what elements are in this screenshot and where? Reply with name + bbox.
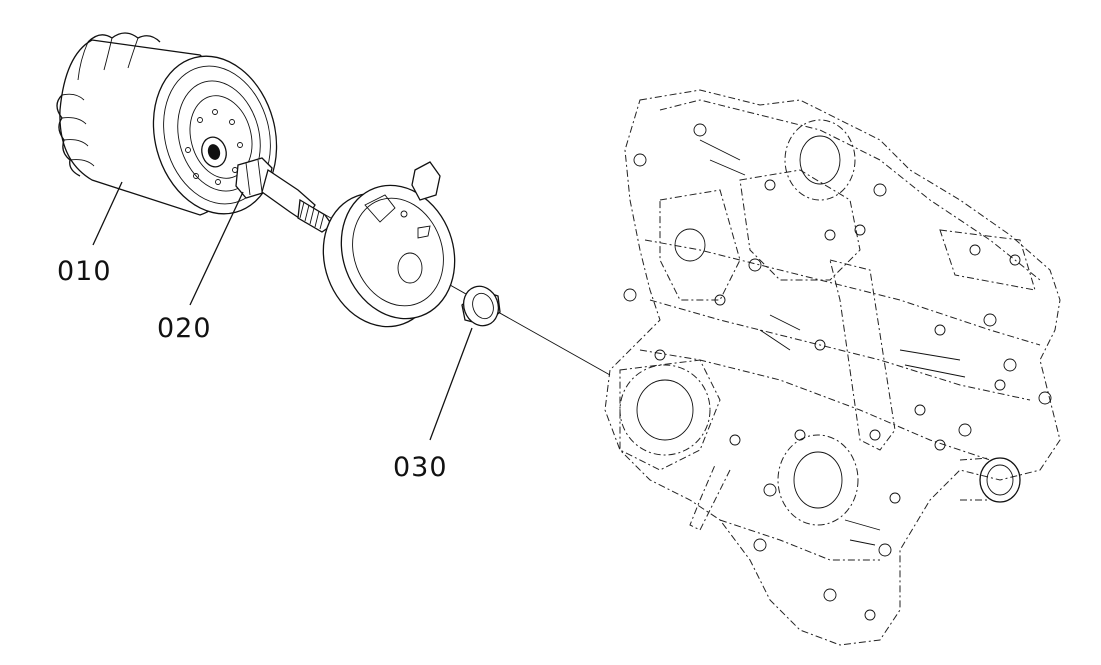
leader-line-010 xyxy=(92,181,123,246)
oil-cooler xyxy=(322,161,456,328)
seal-ring xyxy=(461,285,501,327)
callout-label-020: 020 xyxy=(157,313,212,344)
oil-filter xyxy=(56,32,278,216)
callout-label-010: 010 xyxy=(57,256,112,287)
leader-line-030 xyxy=(429,327,473,441)
engine-gear-case xyxy=(604,89,1061,646)
callout-label-030: 030 xyxy=(393,452,448,483)
leader-line-020 xyxy=(189,191,244,306)
joint-bolt xyxy=(235,157,333,233)
